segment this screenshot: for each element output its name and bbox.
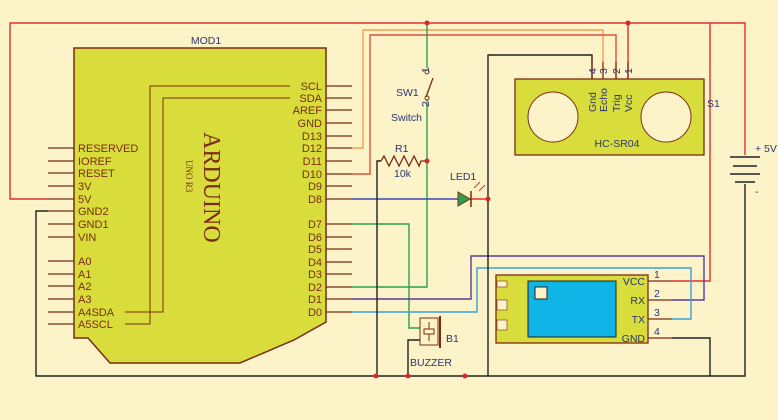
- sensor-pin-number: 1: [623, 68, 635, 74]
- pin-label-ioref: IOREF: [78, 156, 112, 168]
- sensor-ref: S1: [707, 98, 720, 110]
- led-led1: LED1: [450, 171, 486, 207]
- pin-label-reset: RESET: [78, 168, 115, 180]
- switch-ref: SW1: [396, 87, 419, 99]
- bluetooth-pin-number: 3: [654, 307, 660, 319]
- pin-label-d3: D3: [308, 269, 322, 281]
- pin-label-d10: D10: [302, 169, 322, 181]
- wire-buzzer-gnd: [407, 339, 420, 376]
- sensor-pin-number: 3: [598, 68, 610, 74]
- sensor-pin-label-echo: Echo: [598, 88, 610, 112]
- resistor-ref: R1: [395, 143, 409, 155]
- wire-bt-vcc: [672, 23, 711, 282]
- pin-label-aref: AREF: [293, 105, 323, 117]
- sensor-pin-label-trig: Trig: [611, 94, 623, 112]
- sensor-name: HC-SR04: [595, 138, 640, 150]
- junction-dots: [373, 20, 631, 379]
- pin-label-d11: D11: [303, 156, 322, 168]
- wire-d1-rx: [352, 255, 705, 301]
- pin-label-d5: D5: [308, 244, 322, 256]
- bluetooth-pin-label-vcc: VCC: [623, 276, 646, 288]
- pin-label-3v: 3V: [78, 181, 92, 193]
- sensor-transducer-right: [640, 91, 692, 143]
- pin-label-d7: D7: [308, 219, 322, 231]
- internal-sda-line: [125, 97, 290, 313]
- arduino-model: UNO R3: [184, 160, 194, 193]
- pin-label-d8: D8: [308, 194, 322, 206]
- sensor-transducer-left: [527, 91, 579, 143]
- battery-minus: -: [755, 186, 759, 198]
- pin-label-reserved: RESERVED: [78, 143, 138, 155]
- battery: + 5V -: [730, 143, 777, 198]
- pin-label-a2: A2: [78, 281, 91, 293]
- pin-label-scl: SCL: [301, 81, 322, 93]
- pin-label-d13: D13: [302, 131, 322, 143]
- bluetooth-pin-label-tx: TX: [632, 314, 645, 326]
- wire-d10-trig: [352, 34, 617, 175]
- pin-label-5v: 5V: [78, 194, 92, 206]
- pin-label-d6: D6: [308, 232, 322, 244]
- internal-scl-line: [125, 85, 290, 325]
- pin-label-gnd1: GND1: [78, 219, 109, 231]
- wire-5v: [9, 22, 746, 200]
- right-pin-group: SCLSDAAREFGNDD13D12D11D10D9D8D7D6D5D4D3D…: [293, 81, 352, 319]
- pin-label-a0: A0: [78, 256, 91, 268]
- bluetooth-pin-label-gnd: GND: [622, 333, 646, 345]
- left-pin-group: RESERVEDIOREFRESET3V5VGND2GND1VINA0A1A2A…: [48, 143, 138, 331]
- arduino-name: ARDUINO: [198, 132, 224, 243]
- led-ref: LED1: [450, 171, 476, 183]
- resistor-value: 10k: [394, 168, 412, 180]
- wires: [9, 22, 746, 377]
- pin-label-d12: D12: [302, 143, 322, 155]
- bluetooth-pin-label-rx: RX: [630, 295, 645, 307]
- pin-label-gnd2: GND2: [78, 206, 109, 218]
- pin-label-vin: VIN: [78, 232, 96, 244]
- pin-label-gnd: GND: [298, 118, 323, 130]
- switch-pin1: 1: [420, 67, 432, 73]
- wire-d7-buzzer: [352, 223, 420, 329]
- pin-label-d4: D4: [308, 257, 322, 269]
- bluetooth-pin-number: 4: [654, 326, 660, 338]
- arduino-ref: MOD1: [191, 35, 221, 47]
- sensor-pin-label-vcc: Vcc: [623, 94, 635, 112]
- pin-label-a1: A1: [78, 269, 91, 281]
- pin-label-a5scl: A5SCL: [78, 319, 113, 331]
- switch-name: Switch: [391, 112, 422, 124]
- wire-d0-tx: [352, 267, 692, 320]
- sensor-pin-number: 2: [611, 68, 623, 74]
- resistor-r1: R1 10k: [380, 143, 427, 180]
- bluetooth-pin-number: 1: [654, 269, 660, 281]
- wire-gnd-main: [35, 184, 746, 377]
- pin-label-a4sda: A4SDA: [78, 307, 115, 319]
- switch-pin2: 2: [420, 101, 432, 107]
- battery-plus: + 5V: [755, 143, 777, 155]
- pin-label-a3: A3: [78, 294, 91, 306]
- sensor-pin-label-gnd: Gnd: [587, 92, 599, 112]
- wire-r1: [376, 160, 381, 376]
- wire-d12-echo: [352, 29, 604, 149]
- buzzer-name: BUZZER: [410, 357, 452, 369]
- pin-label-d1: D1: [308, 294, 322, 306]
- pin-label-d2: D2: [308, 282, 322, 294]
- buzzer-ref: B1: [446, 333, 459, 345]
- switch-sw1: SW1 Switch 1 2: [391, 67, 434, 124]
- arduino-board: MOD1 ARDUINO UNO R3 SCLSDAAREFGNDD13D12D…: [48, 35, 352, 364]
- sensor-pin-number: 4: [587, 68, 599, 74]
- pin-label-d9: D9: [308, 181, 322, 193]
- bluetooth-pin-number: 2: [654, 288, 660, 300]
- buzzer-b1: B1 BUZZER: [410, 316, 459, 369]
- wire-gnd-bt: [672, 337, 711, 376]
- pin-label-sda: SDA: [299, 93, 322, 105]
- pin-label-d0: D0: [308, 307, 322, 319]
